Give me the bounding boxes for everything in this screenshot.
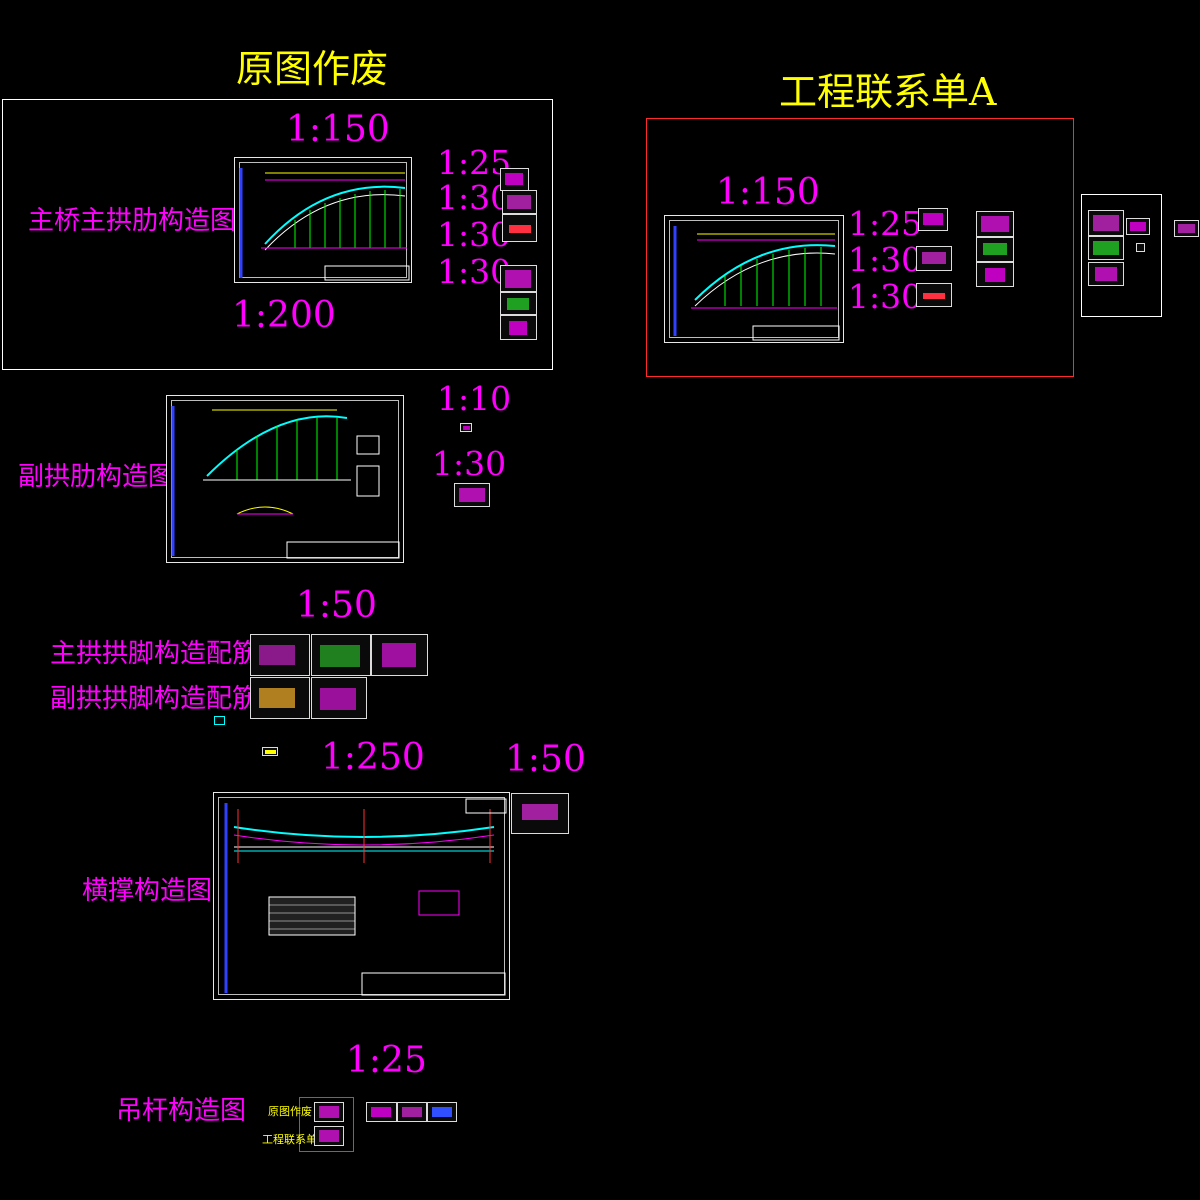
hanger-thumbnail	[427, 1102, 457, 1122]
foot-thumbnail	[311, 634, 371, 676]
detail-thumbnail	[500, 292, 537, 315]
small-marker	[1136, 243, 1145, 252]
drawing-sheet-main-rib	[234, 157, 412, 283]
detail-thumbnail	[460, 423, 472, 432]
drawing-sheet-sub-rib	[166, 395, 404, 563]
detail-thumbnail	[916, 283, 952, 307]
label-main-rib: 主桥主拱肋构造图	[28, 206, 237, 236]
section-title-original-void: 原图作废	[236, 47, 389, 91]
brace-drawing	[224, 798, 507, 996]
scale-label: 1:30	[848, 240, 923, 279]
scale-label: 1:150	[716, 172, 820, 213]
scale-label: 1:30	[437, 178, 512, 217]
scale-label: 1:250	[321, 737, 425, 778]
hanger-thumbnail	[366, 1102, 397, 1122]
detail-thumbnail	[1088, 236, 1124, 260]
small-marker	[214, 716, 225, 725]
main-rib-revised-drawing	[673, 226, 840, 341]
drawing-sheet-brace	[213, 792, 510, 1000]
detail-thumbnail	[1088, 210, 1124, 236]
detail-thumbnail	[1088, 262, 1124, 286]
foot-thumbnail	[250, 677, 310, 719]
contact-sheet-detail-frame	[1081, 194, 1162, 317]
scale-label: 1:25	[848, 204, 923, 243]
scale-label: 1:30	[437, 252, 512, 291]
brace-detail-thumbnail	[511, 793, 569, 834]
detail-thumbnail	[976, 237, 1014, 262]
detail-thumbnail	[976, 211, 1014, 237]
small-marker	[262, 747, 278, 756]
section-title-contact-sheet: 工程联系单A	[779, 70, 997, 114]
sub-rib-drawing	[171, 406, 400, 559]
label-hanger: 吊杆构造图	[116, 1096, 247, 1126]
detail-thumbnail	[918, 208, 948, 231]
scale-label: 1:30	[432, 444, 507, 483]
label-sub-rib: 副拱肋构造图	[18, 462, 175, 492]
scale-label: 1:25	[346, 1040, 427, 1081]
detail-thumbnail	[502, 214, 537, 242]
label-brace: 横撑构造图	[82, 876, 213, 906]
hanger-note-void: 原图作废	[268, 1105, 312, 1118]
scale-label: 1:150	[286, 109, 390, 150]
detail-thumbnail	[502, 190, 537, 214]
detail-thumbnail	[500, 265, 537, 292]
foot-thumbnail	[250, 634, 310, 676]
scale-label: 1:25	[437, 143, 512, 182]
scale-label: 1:50	[505, 739, 586, 780]
contact-sheet-frame	[646, 118, 1074, 377]
detail-thumbnail	[1126, 218, 1150, 235]
hanger-thumbnail	[314, 1102, 344, 1122]
scale-label: 1:50	[296, 585, 377, 626]
scale-label: 1:30	[437, 215, 512, 254]
detail-thumbnail	[454, 483, 490, 507]
scale-label: 1:200	[232, 295, 336, 336]
hanger-note-contact: 工程联系单A	[262, 1133, 325, 1146]
foot-thumbnail	[371, 634, 428, 676]
label-sub-foot: 副拱拱脚构造配筋图	[50, 684, 285, 714]
hanger-thumbnail	[314, 1126, 344, 1146]
scale-label: 1:30	[848, 277, 923, 316]
detail-thumbnail	[500, 168, 529, 191]
detail-thumbnail	[1174, 220, 1199, 237]
detail-thumbnail	[976, 262, 1014, 287]
original-void-frame	[2, 99, 553, 370]
hanger-frame	[299, 1097, 354, 1152]
hanger-thumbnail	[397, 1102, 427, 1122]
foot-thumbnail	[311, 677, 367, 719]
scale-label: 1:10	[437, 379, 512, 418]
detail-thumbnail	[916, 246, 952, 271]
main-rib-drawing	[239, 168, 410, 281]
detail-thumbnail	[500, 315, 537, 340]
label-main-foot: 主拱拱脚构造配筋图	[50, 639, 285, 669]
drawing-sheet-main-rib-revised	[664, 215, 844, 343]
